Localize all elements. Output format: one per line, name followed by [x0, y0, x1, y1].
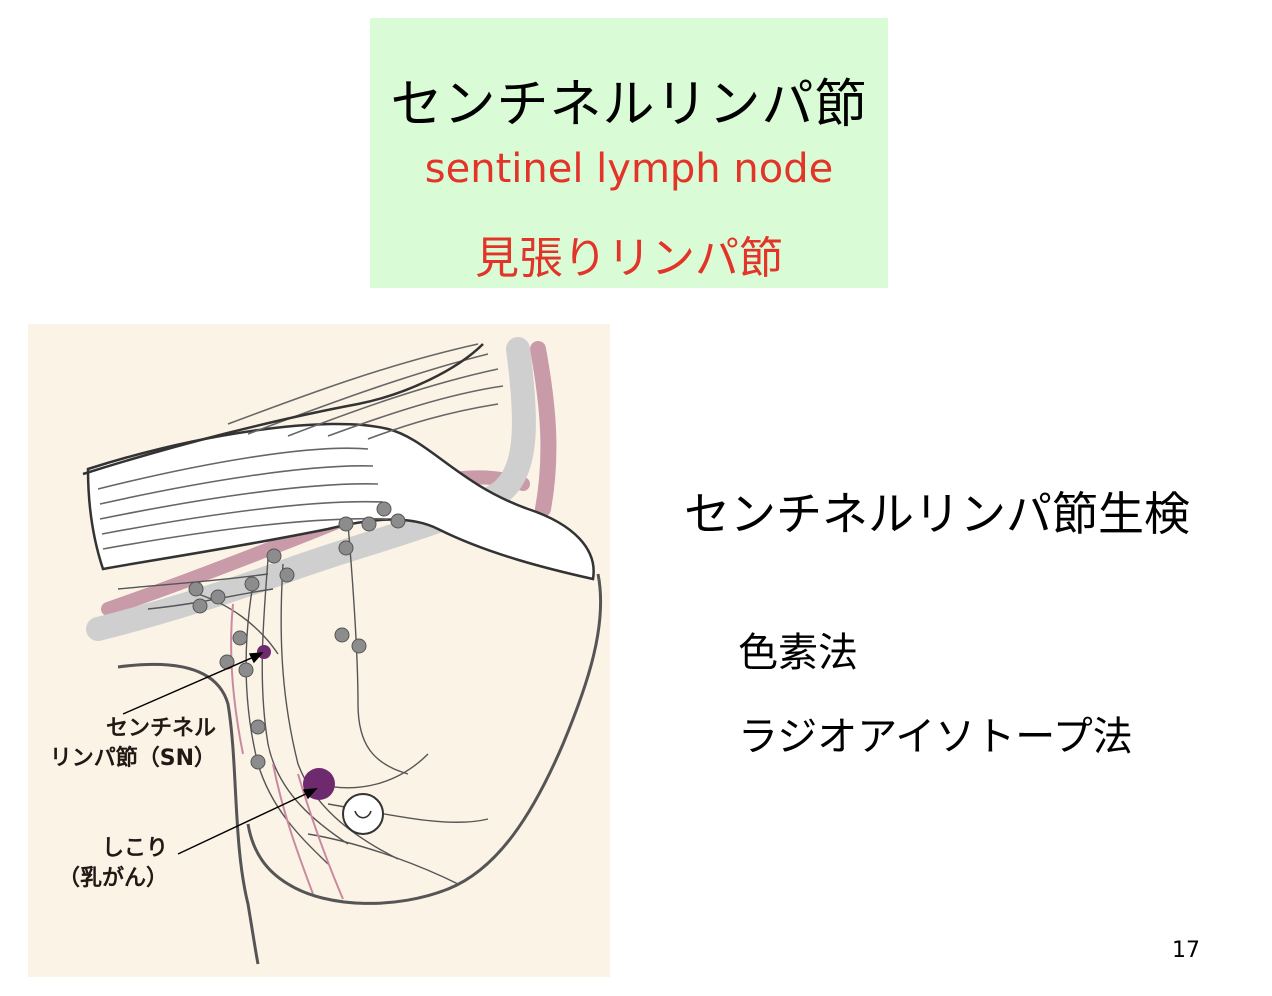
tumor-label-line1: しこり — [101, 836, 168, 861]
method-item: 色素法 — [738, 630, 858, 676]
lymph-node-illustration — [82, 337, 603, 965]
sn-label-line1: センチネル — [105, 716, 216, 741]
title-main: センチネルリンパ節 — [390, 75, 868, 135]
tumor-label: しこり （乳がん） — [36, 834, 168, 894]
sn-label: センチネル リンパ節（SN） — [36, 714, 216, 774]
title-box: センチネルリンパ節 sentinel lymph node 見張りリンパ節 — [370, 18, 888, 288]
title-english: sentinel lymph node — [424, 146, 834, 192]
anatomy-figure: センチネル リンパ節（SN） しこり （乳がん） — [28, 324, 610, 977]
sn-label-line2: リンパ節（SN） — [49, 746, 216, 771]
title-japanese-alt: 見張りリンパ節 — [475, 233, 783, 284]
tumor-label-line2: （乳がん） — [57, 866, 168, 891]
section-heading: センチネルリンパ節生検 — [684, 487, 1190, 541]
method-item: ラジオアイソトープ法 — [738, 714, 1133, 760]
page-number: 17 — [1172, 938, 1200, 963]
